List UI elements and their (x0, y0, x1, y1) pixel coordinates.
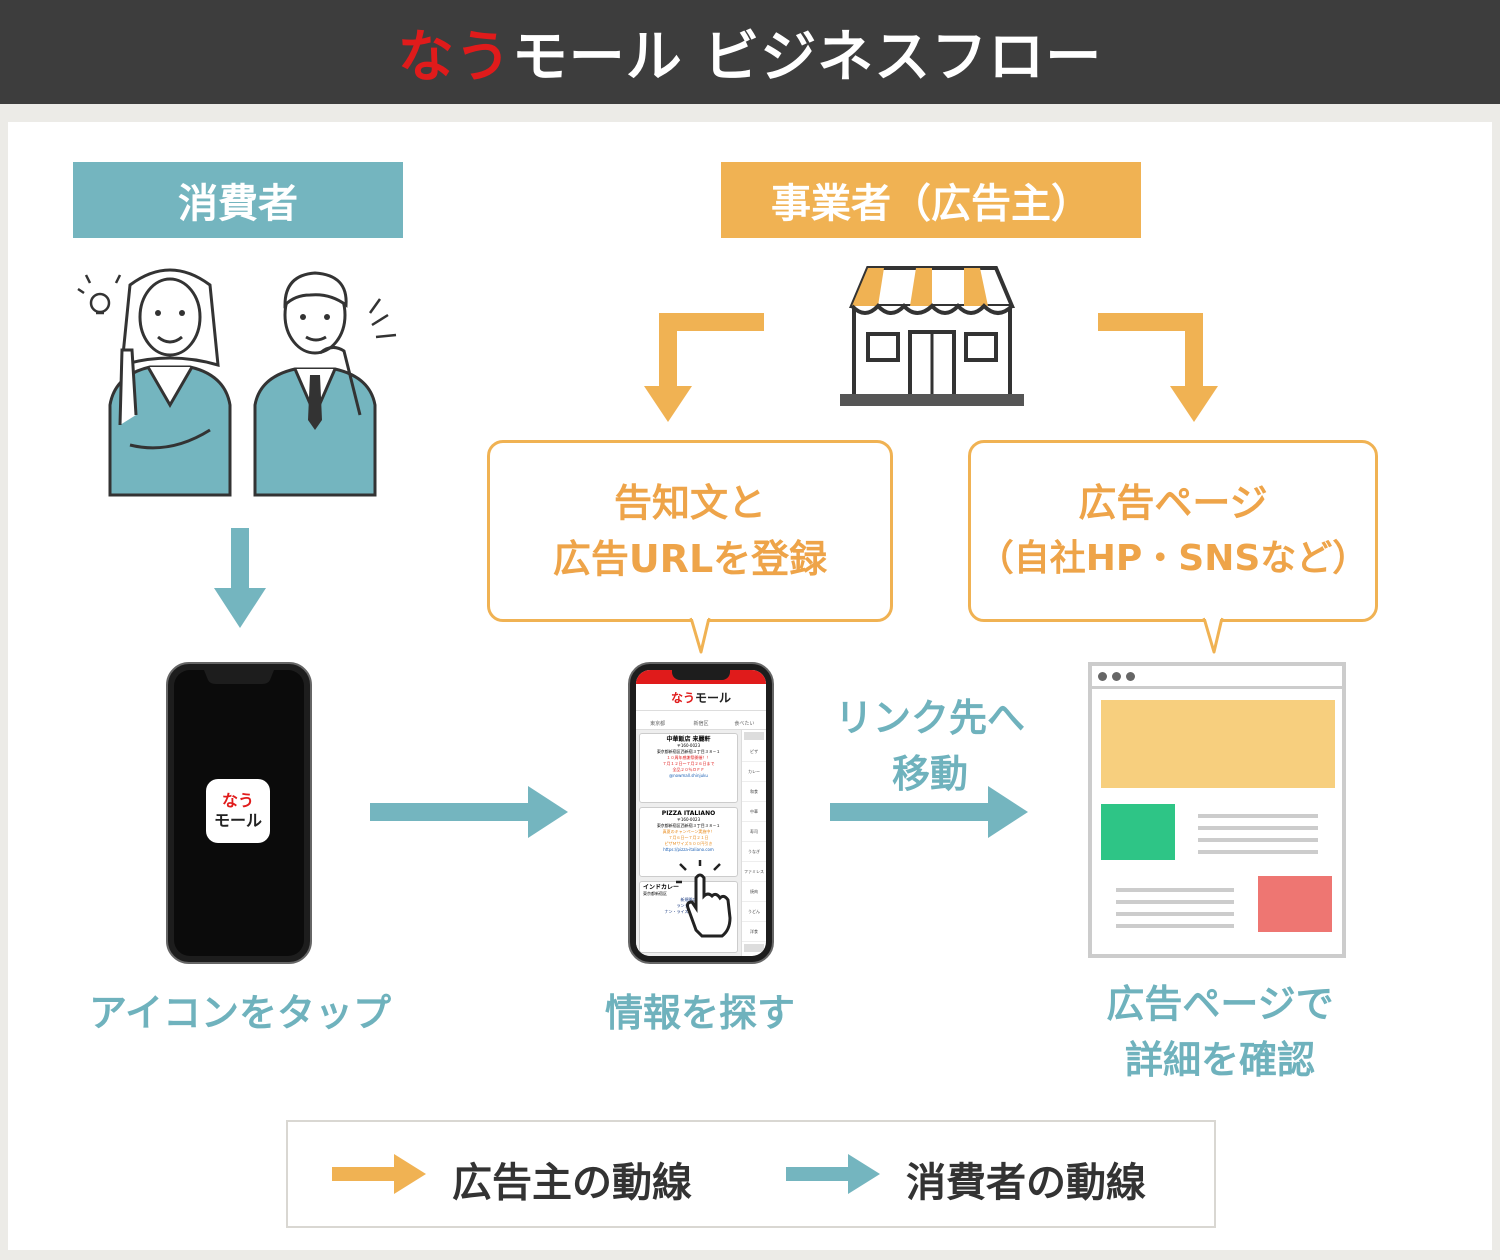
step3-caption-line1: 広告ページで (1106, 982, 1334, 1026)
category-item[interactable]: ピザ (742, 742, 766, 762)
ad-banner-block (1101, 700, 1335, 788)
app-header: なうモール (636, 684, 766, 711)
category-item[interactable]: カレー (742, 762, 766, 782)
step3-caption: 広告ページで 詳細を確認 (1060, 976, 1380, 1088)
consumer-arrow-right-1 (370, 786, 568, 838)
consumer-arrow-down (214, 528, 266, 628)
link-label-line2: 移動 (891, 752, 968, 796)
ad-text-lines (1116, 888, 1234, 928)
category-item[interactable]: うどん (742, 902, 766, 922)
step1-caption: アイコンをタップ (88, 991, 392, 1035)
category-sidebar: ピザ カレー 和食 中華 寿司 うなぎ ファミレス 焼肉 うどん 洋食 (741, 730, 766, 956)
ad-page-bubble: 広告ページ （自社HP・SNSなど） (968, 440, 1378, 622)
register-bubble-line1: 告知文と (613, 481, 766, 525)
card-promo: 真夏のキャンペーン実施中！ (662, 829, 715, 834)
category-item[interactable]: ファミレス (742, 862, 766, 882)
app-title-brand: なう (670, 690, 695, 705)
card-link[interactable]: https://pizza-italiano.com (663, 847, 714, 852)
legend-consumer-label: 消費者の動線 (906, 1160, 1146, 1206)
card-name: 中華飯店 来麗軒 (666, 736, 711, 743)
app-title-name: モール (695, 690, 732, 705)
card-name: インドカレー (643, 884, 680, 891)
card-name: PIZZA ITALIANO (661, 810, 716, 817)
window-dot-icon (1126, 671, 1135, 681)
nowmall-app-icon[interactable]: なう モール (206, 779, 270, 843)
consumer-arrow-right-2 (830, 786, 1028, 838)
filter-bar: 東京都 新宿区 食べたい (636, 717, 766, 730)
consumers-illustration (77, 268, 397, 497)
ad-page-bubble-line2: （自社HP・SNSなど） (977, 538, 1369, 579)
woman-figure (108, 268, 232, 497)
register-bubble-line2: 広告URLを登録 (552, 537, 828, 581)
card-promo: 全品２０％ＯＦＦ (672, 767, 705, 772)
idea-lightbulb-icon (77, 274, 122, 315)
category-item[interactable]: 和食 (742, 782, 766, 802)
ad-page-bubble-tail (1202, 614, 1224, 654)
ad-image-block (1258, 876, 1332, 932)
business-label: 事業者（広告主） (721, 162, 1141, 238)
app-icon-brand: なう (221, 791, 254, 810)
advertiser-arrow-left (644, 313, 764, 422)
ad-text-lines (1198, 814, 1318, 854)
card-promo: ピザＭサイズ５００円引き (664, 841, 713, 846)
card-address: 東京都新宿区西新宿３丁目３８−１ (656, 749, 721, 754)
legend-consumer-arrow (786, 1154, 880, 1194)
advertiser-arrow-right (1098, 313, 1218, 422)
filter-food[interactable]: 食べたい (734, 720, 755, 727)
legend-advertiser-arrow (332, 1154, 426, 1194)
filter-ward[interactable]: 新宿区 (693, 720, 709, 727)
link-label: リンク先へ 移動 (820, 690, 1040, 802)
category-item[interactable]: 焼肉 (742, 882, 766, 902)
ad-page-bubble-line1: 広告ページ (1078, 481, 1268, 525)
title-bar: なうモール ビジネスフロー (0, 0, 1500, 104)
register-bubble: 告知文と 広告URLを登録 (487, 440, 893, 622)
card-address: 東京都新宿区 (643, 891, 667, 896)
card-address: 東京都新宿区西新宿３丁目３８−１ (656, 823, 721, 828)
category-item[interactable]: 洋食 (742, 922, 766, 942)
window-dot-icon (1098, 671, 1107, 681)
card-list: 中華飯店 来麗軒 〒160-0023 東京都新宿区西新宿３丁目３８−１ １０周年… (636, 730, 741, 956)
filter-prefecture[interactable]: 東京都 (650, 720, 666, 727)
register-bubble-tail (687, 614, 711, 654)
card-zip: 〒160-0023 (676, 743, 701, 748)
title-brand: なう (397, 24, 512, 90)
smartphone-app: なうモール 東京都 新宿区 食べたい 中華飯店 来麗軒 〒160-0023 東京… (628, 662, 774, 964)
category-item[interactable]: うなぎ (742, 842, 766, 862)
app-icon-name: モール (213, 811, 262, 830)
ad-webpage-window (1088, 662, 1346, 958)
scroll-down-icon[interactable] (744, 944, 764, 952)
consumer-label: 消費者 (73, 162, 403, 238)
card-promo: 新規開店 (680, 897, 697, 902)
store-icon (840, 266, 1024, 406)
link-label-line1: リンク先へ (834, 696, 1025, 740)
step2-caption: 情報を探す (604, 991, 795, 1035)
category-item[interactable]: 寿司 (742, 822, 766, 842)
legend: 広告主の動線 消費者の動線 (286, 1120, 1216, 1228)
card-promo: ７月６日～７月２１日 (668, 835, 709, 840)
title-rest: モール ビジネスフロー (511, 24, 1103, 90)
card-link[interactable]: @nowmall.shinjuku (669, 773, 708, 778)
page-title: なうモール ビジネスフロー (398, 12, 1103, 93)
card-zip: 〒160-0023 (676, 817, 701, 822)
list-item[interactable]: PIZZA ITALIANO 〒160-0023 東京都新宿区西新宿３丁目３８−… (639, 807, 738, 877)
card-promo: １０周年感謝祭開催！！ (666, 755, 711, 760)
card-promo: ７月１２日～７月２６日まで (662, 761, 715, 766)
list-item[interactable]: 中華飯店 来麗軒 〒160-0023 東京都新宿区西新宿３丁目３８−１ １０周年… (639, 733, 738, 803)
category-item[interactable]: 中華 (742, 802, 766, 822)
tap-hand-icon (676, 860, 732, 938)
window-dot-icon (1112, 671, 1121, 681)
man-figure (253, 271, 397, 497)
ad-image-block (1101, 804, 1175, 860)
step3-caption-line2: 詳細を確認 (1124, 1038, 1315, 1082)
legend-advertiser-label: 広告主の動線 (452, 1160, 692, 1206)
scroll-up-icon[interactable] (744, 732, 764, 740)
